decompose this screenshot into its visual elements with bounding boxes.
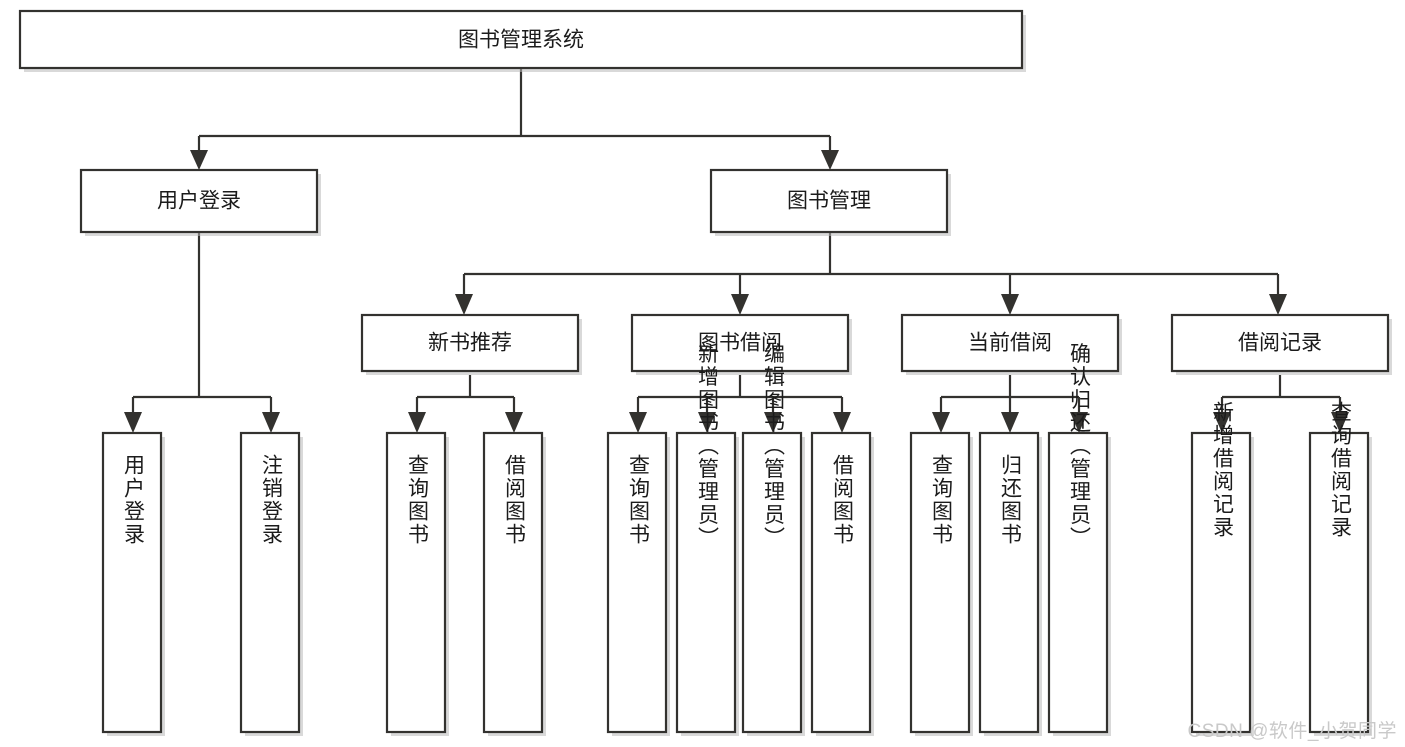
node-leaf13-box <box>1308 431 1370 734</box>
arrowhead-leaf10 <box>1001 412 1019 433</box>
node-login-label: 用户登录 <box>157 190 241 213</box>
node-leaf1-label: 用户登录 <box>122 454 146 546</box>
node-leaf1-box <box>101 431 163 734</box>
node-leaf3-label: 查询图书 <box>406 454 430 546</box>
node-leaf9-box <box>909 431 971 734</box>
arrowhead-borrow <box>731 294 749 315</box>
node-record[interactable]: 借阅记录 <box>1170 313 1392 375</box>
arrowhead-login <box>190 150 208 170</box>
arrowhead-leaf4 <box>505 412 523 433</box>
node-leaf4[interactable]: 借阅图书 <box>482 431 546 736</box>
arrowhead-current <box>1001 294 1019 315</box>
node-borrow-label: 图书借阅 <box>698 332 782 355</box>
node-login-box <box>79 168 319 234</box>
arrowhead-leaf11 <box>1070 412 1088 433</box>
node-leaf13-label: 查询借阅记录 <box>1329 401 1353 539</box>
edges-layer <box>124 68 1349 433</box>
arrowhead-leaf7 <box>764 412 782 433</box>
node-leaf4-box <box>482 431 544 734</box>
arrowhead-leaf6 <box>698 412 716 433</box>
node-root-box <box>18 9 1024 70</box>
node-borrow[interactable]: 图书借阅 <box>630 313 852 375</box>
node-bookmgmt[interactable]: 图书管理 <box>709 168 951 236</box>
arrowhead-leaf12 <box>1213 412 1231 433</box>
node-current[interactable]: 当前借阅 <box>900 313 1122 375</box>
arrowhead-leaf1 <box>124 412 142 433</box>
node-leaf8-label: 借阅图书 <box>831 454 855 546</box>
node-leaf13[interactable]: 查询借阅记录 <box>1308 401 1372 736</box>
node-leaf11-label: 确认归还（管理员） <box>1068 343 1092 550</box>
node-leaf10-label: 归还图书 <box>999 454 1023 546</box>
node-leaf2-box <box>239 431 301 734</box>
node-newbook-box <box>360 313 580 373</box>
arrowhead-leaf9 <box>932 412 950 433</box>
node-login[interactable]: 用户登录 <box>79 168 321 236</box>
node-leaf6-label: 新增图书（管理员） <box>696 343 720 550</box>
node-leaf12-box <box>1190 431 1252 734</box>
node-leaf8-box <box>810 431 872 734</box>
node-current-box <box>900 313 1120 373</box>
node-leaf7-box <box>741 431 803 734</box>
watermark-text: CSDN @软件_小贺同学 <box>1187 721 1397 742</box>
node-leaf10-box <box>978 431 1040 734</box>
node-leaf12[interactable]: 新增借阅记录 <box>1190 401 1254 736</box>
node-newbook[interactable]: 新书推荐 <box>360 313 582 375</box>
arrowhead-leaf13 <box>1331 412 1349 433</box>
node-leaf2[interactable]: 注销登录 <box>239 431 303 736</box>
node-leaf2-label: 注销登录 <box>260 454 284 546</box>
arrowhead-leaf8 <box>833 412 851 433</box>
node-record-label: 借阅记录 <box>1238 332 1322 355</box>
node-root-label: 图书管理系统 <box>458 29 584 52</box>
node-leaf4-label: 借阅图书 <box>503 454 527 546</box>
node-record-box <box>1170 313 1390 373</box>
arrowhead-newbook <box>455 294 473 315</box>
node-leaf6-box <box>675 431 737 734</box>
node-leaf5-box <box>606 431 668 734</box>
node-root[interactable]: 图书管理系统 <box>18 9 1026 72</box>
node-bookmgmt-label: 图书管理 <box>787 190 871 213</box>
node-leaf11[interactable]: 确认归还（管理员） <box>1047 343 1111 737</box>
node-leaf5[interactable]: 查询图书 <box>606 431 670 736</box>
node-leaf1[interactable]: 用户登录 <box>101 431 165 736</box>
node-leaf12-label: 新增借阅记录 <box>1211 401 1235 539</box>
node-leaf8[interactable]: 借阅图书 <box>810 431 874 736</box>
node-bookmgmt-box <box>709 168 949 234</box>
node-leaf3-box <box>385 431 447 734</box>
arrowhead-leaf2 <box>262 412 280 433</box>
arrowhead-record <box>1269 294 1287 315</box>
node-newbook-label: 新书推荐 <box>428 332 512 355</box>
node-leaf7[interactable]: 编辑图书（管理员） <box>741 343 805 737</box>
arrowhead-leaf3 <box>408 412 426 433</box>
arrowhead-leaf5 <box>629 412 647 433</box>
node-leaf6[interactable]: 新增图书（管理员） <box>675 343 739 737</box>
nodes-layer: 图书管理系统 用户登录 图书管理 新书推荐 图书借阅 当前借阅 <box>18 9 1392 737</box>
node-borrow-box <box>630 313 850 373</box>
node-leaf9[interactable]: 查询图书 <box>909 431 973 736</box>
node-leaf9-label: 查询图书 <box>930 454 954 546</box>
node-leaf11-box <box>1047 431 1109 734</box>
arrowhead-bookmgmt <box>821 150 839 170</box>
node-leaf7-label: 编辑图书（管理员） <box>762 343 786 550</box>
node-leaf3[interactable]: 查询图书 <box>385 431 449 736</box>
node-leaf5-label: 查询图书 <box>627 454 651 546</box>
node-leaf10[interactable]: 归还图书 <box>978 431 1042 736</box>
node-current-label: 当前借阅 <box>968 332 1052 355</box>
